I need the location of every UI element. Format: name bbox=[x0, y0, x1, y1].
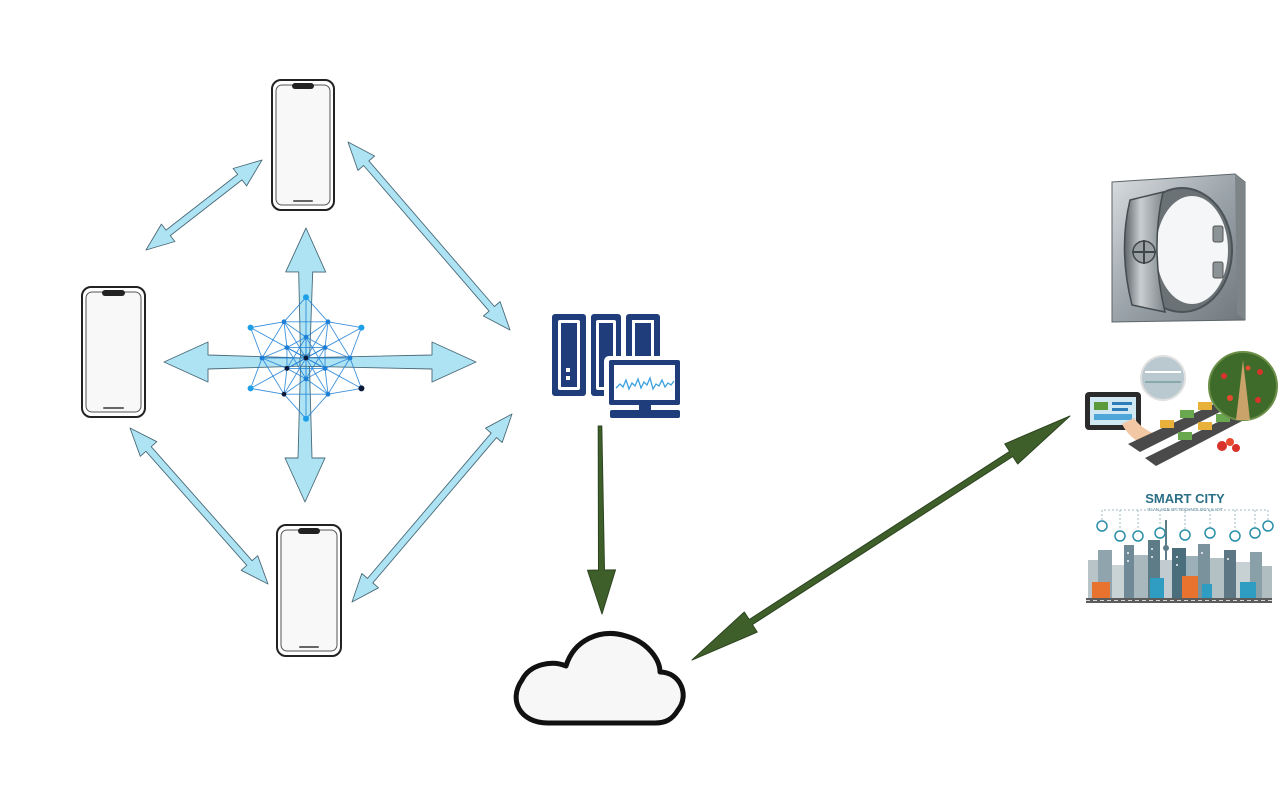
arrow-phone-top-phone-left bbox=[145, 159, 263, 251]
arrow-phone-top-server bbox=[347, 141, 511, 331]
server-monitor-icon bbox=[552, 314, 684, 418]
city-skyline-icon: SMART CITY IN AN AGE OF TECHNOLOGY & IOT bbox=[1086, 491, 1274, 603]
smartphone-left bbox=[81, 286, 146, 418]
smartphone-top bbox=[271, 79, 335, 211]
arrow-hub-server bbox=[299, 341, 477, 383]
network-mesh-icon bbox=[247, 294, 365, 422]
arrow-phone-bottom-server bbox=[351, 413, 513, 603]
greenhouse-icon bbox=[1085, 351, 1278, 466]
vault-icon bbox=[1111, 173, 1246, 323]
arrow-server-cloud bbox=[587, 425, 616, 615]
arrow-cloud-applications bbox=[691, 415, 1071, 661]
smartphone-bottom bbox=[276, 524, 342, 657]
cloud-icon bbox=[513, 631, 686, 726]
phone-link-arrows bbox=[129, 141, 513, 603]
cloud-link-arrows bbox=[587, 415, 1071, 661]
arrow-phone-left-phone-bottom bbox=[129, 427, 269, 585]
smart-city-title: SMART CITY bbox=[1145, 491, 1225, 506]
arrow-hub-phone-left bbox=[163, 341, 301, 383]
